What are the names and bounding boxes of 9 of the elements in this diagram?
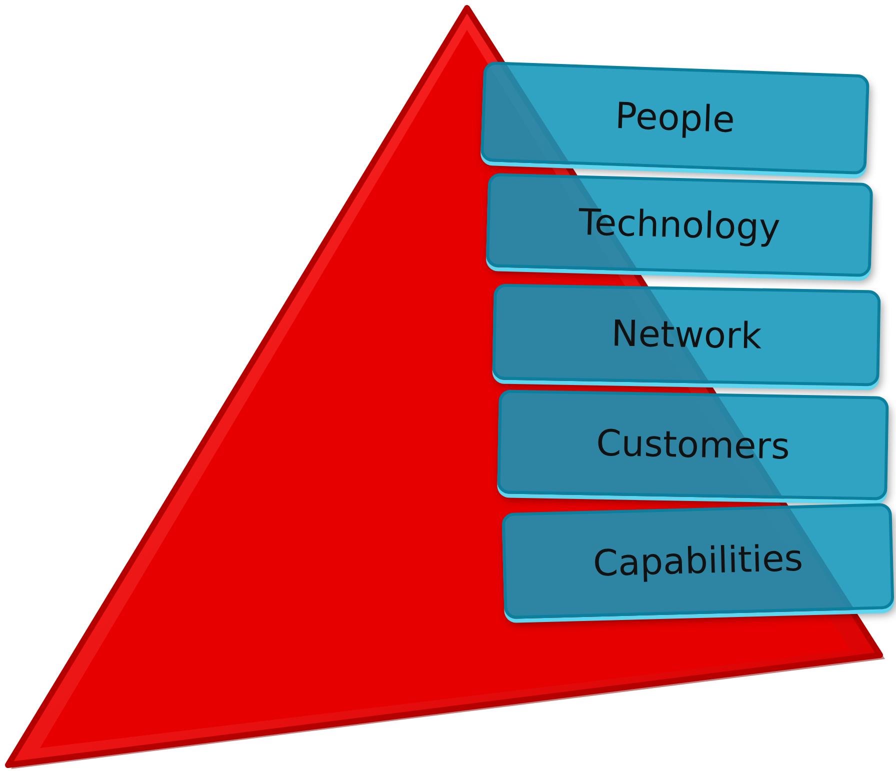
- layer-box: [486, 172, 874, 278]
- layer-label: Technology: [578, 202, 781, 248]
- layer-label: Network: [611, 313, 762, 357]
- layer-box: [502, 502, 894, 620]
- layer-box: [497, 390, 889, 500]
- layer-label: Customers: [596, 422, 790, 468]
- layer-label: Capabilities: [592, 538, 804, 584]
- layer-box: [480, 61, 870, 175]
- layer-label: People: [614, 95, 736, 141]
